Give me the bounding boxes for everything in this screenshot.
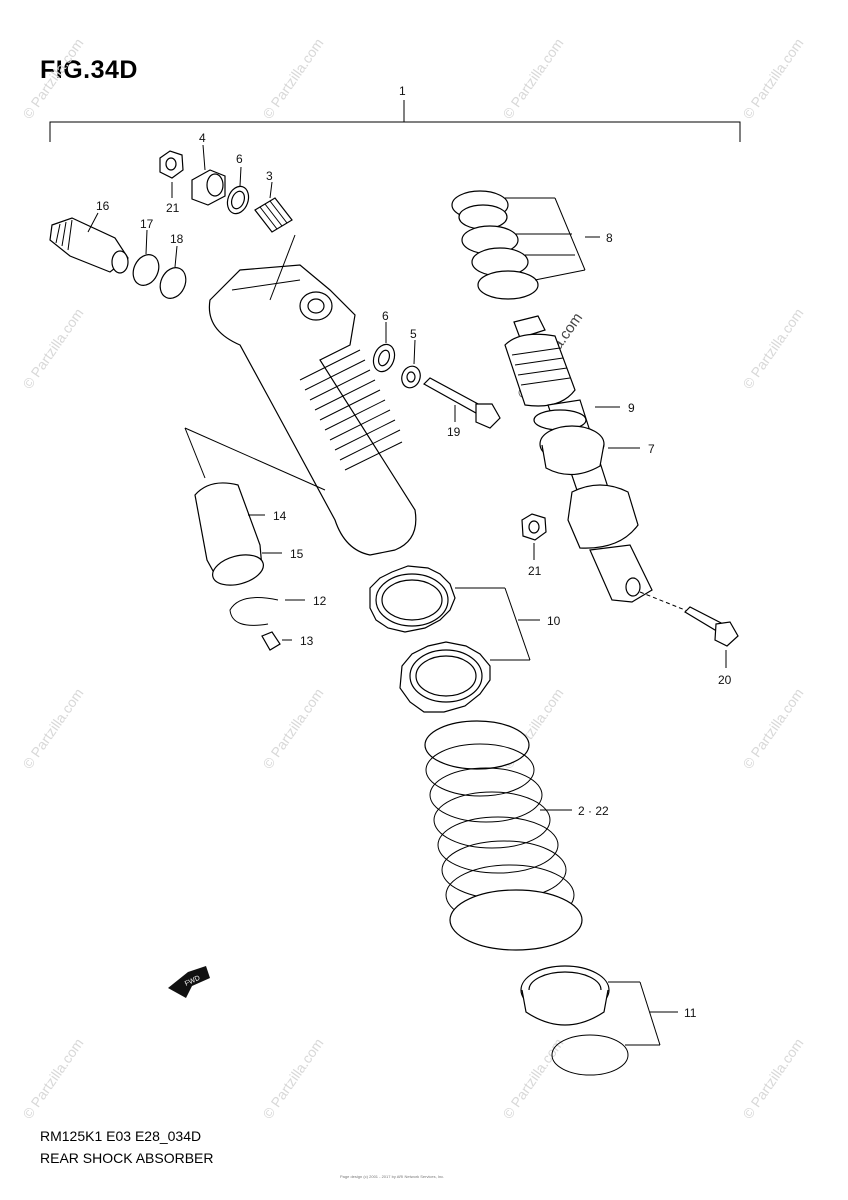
figure-title: FIG.34D <box>40 56 138 84</box>
watermark: © Partzilla.com <box>19 305 86 391</box>
oil-seal-6-upper: 6 <box>226 152 250 215</box>
callout-4: 4 <box>199 131 206 145</box>
watermark: © Partzilla.com <box>739 305 806 391</box>
o-rings-17-18: 17 18 <box>132 217 187 299</box>
callout-7: 7 <box>648 442 655 456</box>
callout-21b: 21 <box>528 564 542 578</box>
watermark: © Partzilla.com <box>739 35 806 121</box>
watermark: © Partzilla.com <box>499 35 566 121</box>
callout-20: 20 <box>718 673 732 687</box>
callout-16: 16 <box>96 199 110 213</box>
callout-12: 12 <box>313 594 327 608</box>
callout-9: 9 <box>628 401 635 415</box>
snap-ring-12: 12 <box>229 594 327 626</box>
watermark: © Partzilla.com <box>259 1035 326 1121</box>
seal-washer-5-6: 6 5 <box>372 309 421 389</box>
reservoir-cap-14-15: 14 15 <box>194 482 304 586</box>
callout-10: 10 <box>547 614 561 628</box>
spring-guides-8: 8 <box>451 190 613 300</box>
fine-print: Page design (c) 2001 - 2017 by ARI Netwo… <box>340 1174 445 1179</box>
watermark: © Partzilla.com <box>739 685 806 771</box>
callout-2-22: 2 · 22 <box>578 804 609 818</box>
watermark: © Partzilla.com <box>19 685 86 771</box>
diagram-name: REAR SHOCK ABSORBER <box>40 1150 214 1166</box>
callout-3: 3 <box>266 169 273 183</box>
callout-1: 1 <box>399 84 406 98</box>
callout-6b: 6 <box>382 309 389 323</box>
callout-8: 8 <box>606 231 613 245</box>
needle-bearing-3: 3 <box>254 169 293 233</box>
assembly-bracket: 1 <box>49 84 741 142</box>
callout-6a: 6 <box>236 152 243 166</box>
watermark: © Partzilla.com <box>259 35 326 121</box>
shock-body <box>184 234 417 556</box>
collar-4: 4 <box>191 131 226 206</box>
nut-21-lower: 21 <box>521 513 547 578</box>
callout-14: 14 <box>273 509 287 523</box>
bolt-20: 20 <box>684 606 739 687</box>
callout-17: 17 <box>140 217 154 231</box>
callout-5: 5 <box>410 327 417 341</box>
watermark: © Partzilla.com <box>19 1035 86 1121</box>
diagram-code: RM125K1 E03 E28_034D <box>40 1128 202 1144</box>
valve-13: 13 <box>261 631 314 651</box>
callout-21a: 21 <box>166 201 180 215</box>
bolt-19: 19 <box>423 377 501 439</box>
fwd-arrow-icon: FWD <box>168 966 210 998</box>
watermark: © Partzilla.com <box>259 685 326 771</box>
nut-21-upper: 21 <box>159 150 184 215</box>
watermark: © Partzilla.com <box>19 35 86 121</box>
spring-seat-7: 7 <box>539 425 655 476</box>
spring-seat-11: 11 <box>520 965 697 1076</box>
coil-spring-2-22: 2 · 22 <box>424 720 609 951</box>
callout-18: 18 <box>170 232 184 246</box>
watermark: © Partzilla.com <box>739 1035 806 1121</box>
callout-15: 15 <box>290 547 304 561</box>
valve-adjuster-part: 16 <box>49 199 129 274</box>
lower-clevis <box>567 484 691 613</box>
lock-nuts-10: 10 <box>369 565 561 713</box>
callout-13: 13 <box>300 634 314 648</box>
callout-19: 19 <box>447 425 461 439</box>
watermark: © Partzilla.com <box>499 1035 566 1121</box>
callout-11: 11 <box>684 1006 697 1020</box>
